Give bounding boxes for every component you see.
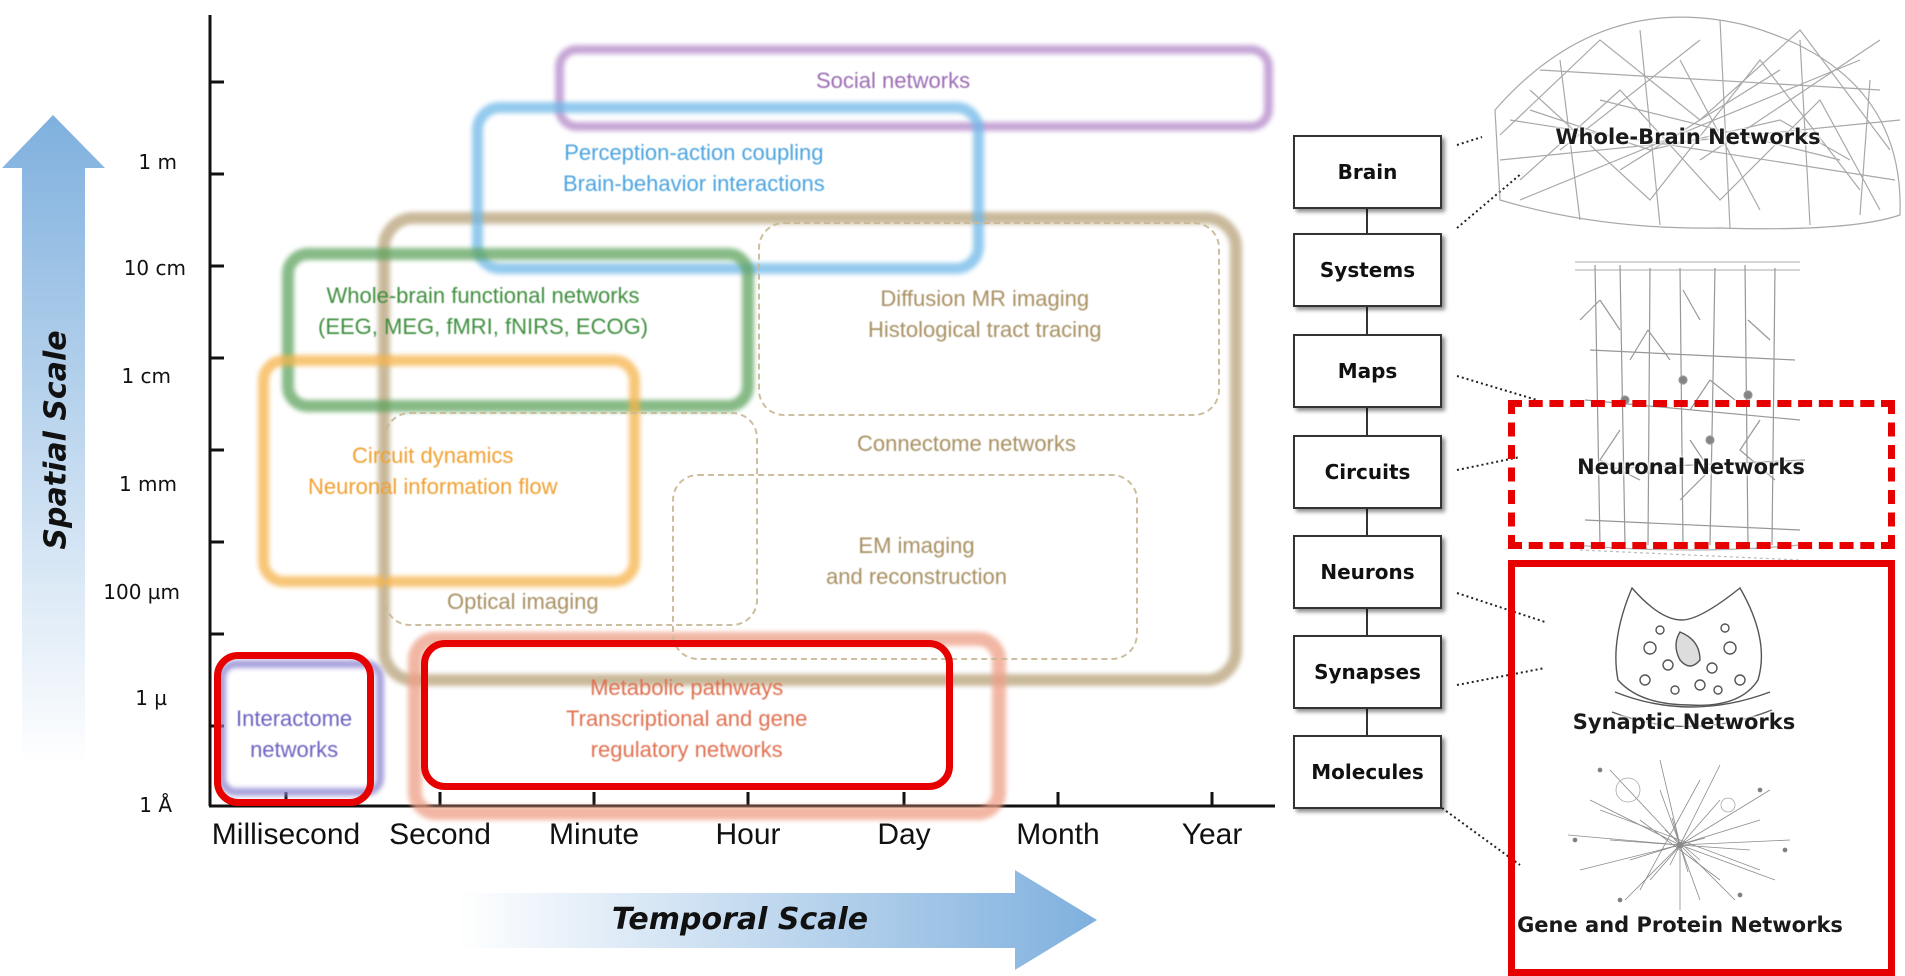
level-maps: Maps [1293, 334, 1442, 408]
y-tick-label: 100 µm [103, 580, 180, 604]
connectome-text: Connectome networks [857, 431, 1076, 456]
synaptic-networks-label: Synaptic Networks [1572, 710, 1796, 734]
level-molecules: Molecules [1293, 735, 1442, 809]
level-systems: Systems [1293, 233, 1442, 307]
y-tick-label: 1 mm [118, 472, 177, 496]
temporal-axis-title: Temporal Scale [611, 902, 869, 937]
circuit-region [258, 355, 640, 587]
interactome-region [218, 660, 384, 796]
level-brain: Brain [1293, 135, 1442, 209]
y-tick-label: 1 m [138, 150, 177, 174]
x-tick-label: Month [1016, 818, 1100, 851]
x-tick-label: Minute [548, 818, 640, 851]
x-tick-label: Day [877, 818, 931, 851]
y-tick-label: 1 Å [139, 793, 172, 817]
spatial-axis-title: Spatial Scale [38, 330, 74, 550]
social-text: Social networks [816, 68, 971, 93]
level-neurons: Neurons [1293, 535, 1442, 609]
functional-text: Whole-brain functional networks(EEG, MEG… [318, 283, 649, 339]
x-tick-label: Year [1181, 818, 1243, 851]
gene-protein-networks-label: Gene and Protein Networks [1517, 913, 1843, 937]
y-tick-label: 1 µ [135, 686, 167, 710]
diffusion-dashed-box [758, 222, 1220, 416]
y-tick-label: 10 cm [123, 256, 186, 280]
temporal-arrow-icon [458, 870, 1097, 970]
optical-text: Optical imaging [447, 589, 599, 614]
optical-dashed-box [384, 412, 758, 626]
spatial-arrow-icon [2, 115, 105, 765]
y-axis-ticks [210, 80, 224, 728]
whole-brain-networks-label: Whole-Brain Networks [1555, 125, 1821, 149]
level-synapses: Synapses [1293, 635, 1442, 709]
neuronal-networks-highlight [1508, 400, 1895, 549]
social-region [555, 45, 1273, 131]
y-tick-label: 1 cm [121, 364, 171, 388]
level-circuits: Circuits [1293, 435, 1442, 509]
x-tick-label: Second [389, 818, 491, 851]
em-dashed-box [672, 474, 1138, 660]
metabolic-highlight [421, 640, 953, 790]
interactome-highlight [214, 652, 374, 806]
connectome-region [378, 212, 1242, 686]
x-tick-label: Millisecond [211, 818, 361, 851]
synaptic-gene-highlight [1508, 560, 1895, 976]
neuronal-networks-label: Neuronal Networks [1577, 455, 1805, 479]
x-tick-label: Hour [715, 818, 781, 851]
